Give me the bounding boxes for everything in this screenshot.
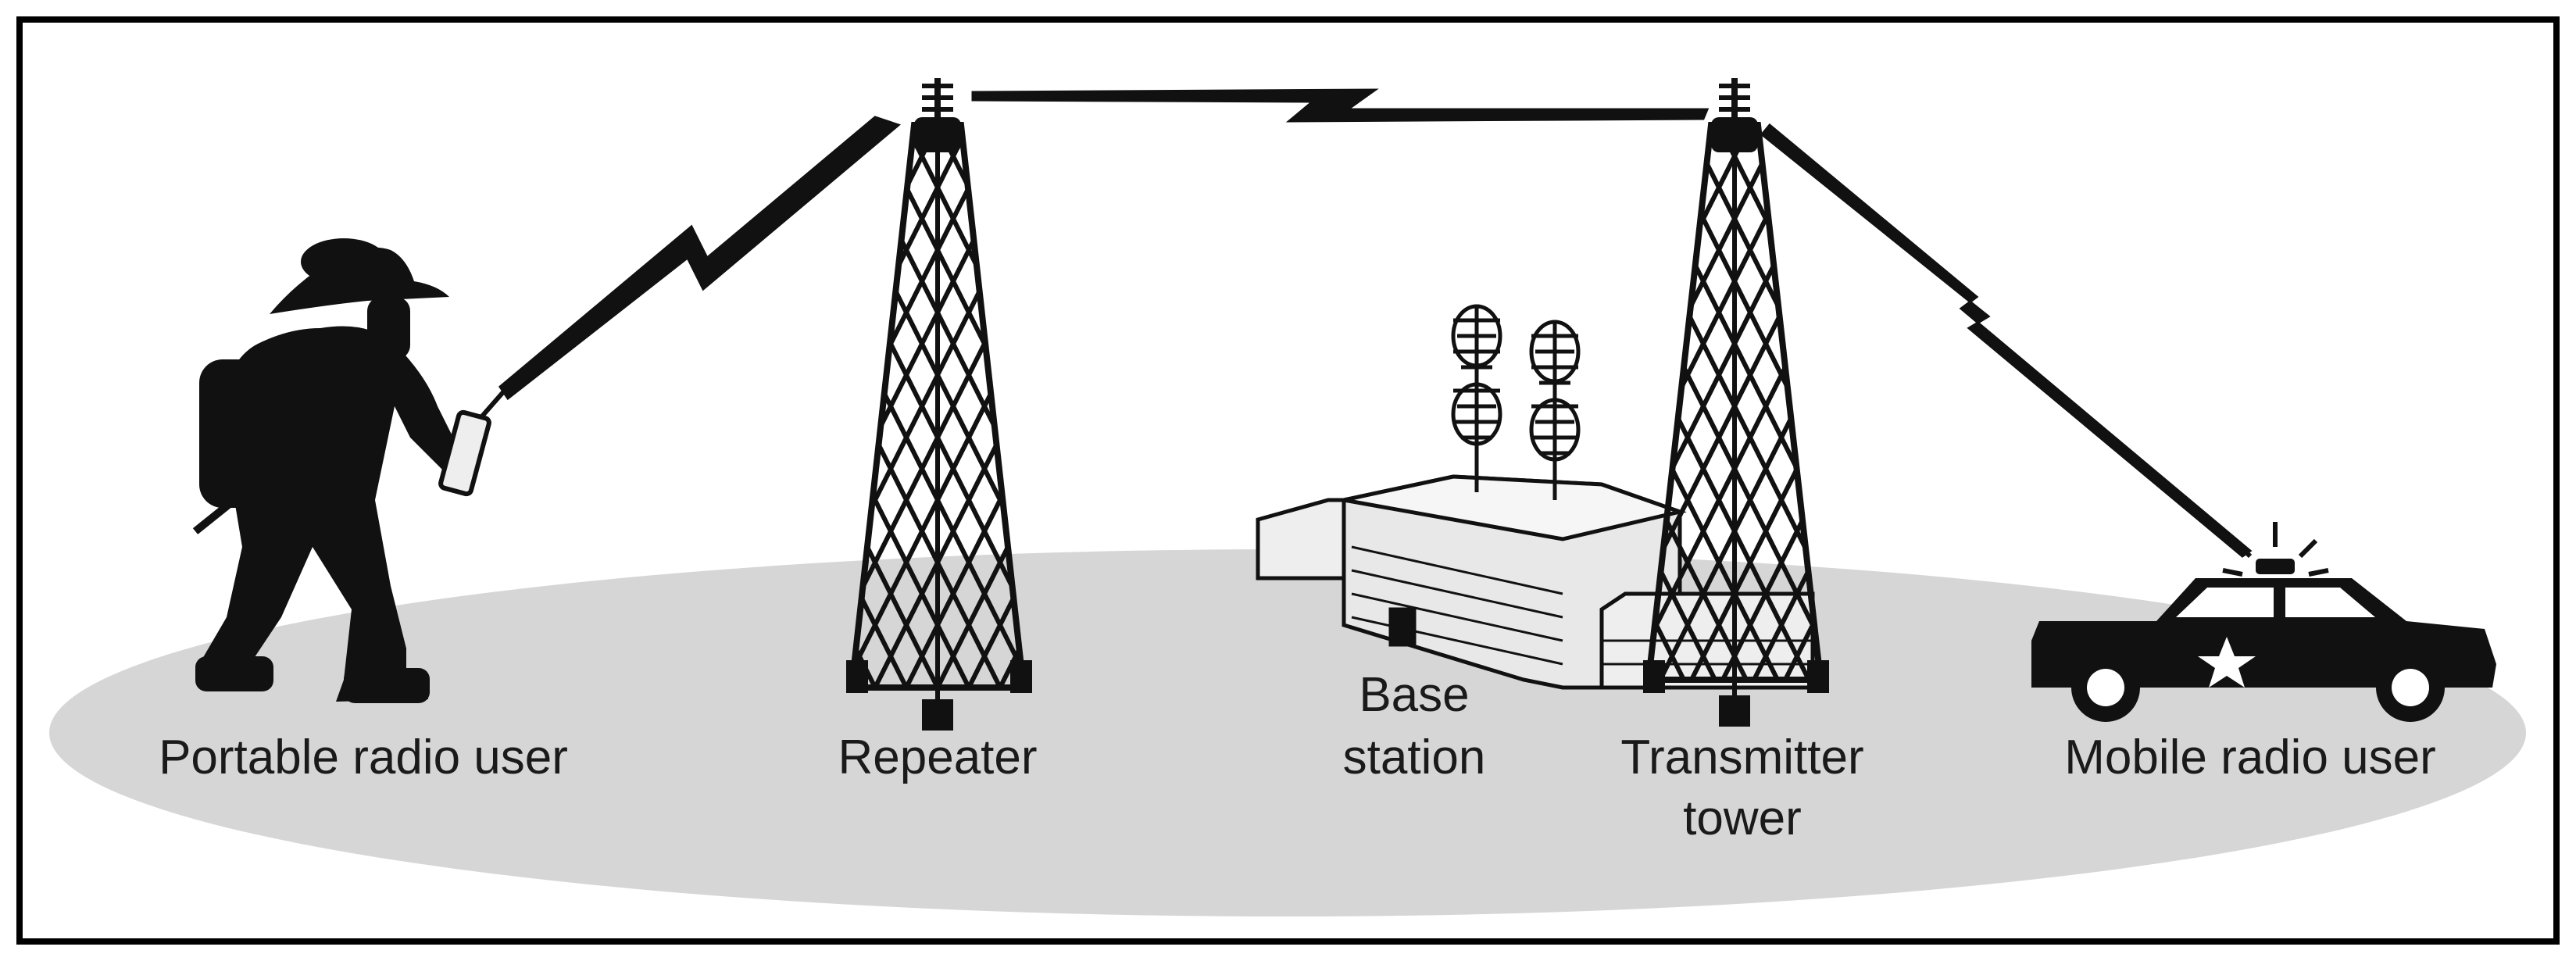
ground-ellipse <box>49 549 2526 916</box>
repeater-tower <box>846 78 1032 731</box>
label-transmitter-tower-line2: tower <box>1683 791 1802 845</box>
label-transmitter-tower-line1: Transmitter <box>1620 731 1863 784</box>
antenna-icon <box>1451 304 1502 492</box>
lightning-bolt-icon <box>971 88 1710 123</box>
police-car-icon <box>2031 522 2496 722</box>
label-repeater: Repeater <box>838 731 1037 784</box>
handheld-radio-icon <box>438 385 510 497</box>
label-base-station-line2: station <box>1343 731 1486 784</box>
label-base-station-line1: Base <box>1359 668 1469 722</box>
radio-links <box>498 88 2253 558</box>
label-mobile-radio-user: Mobile radio user <box>2064 731 2436 784</box>
antenna-icon <box>1529 320 1581 500</box>
label-portable-radio-user: Portable radio user <box>159 731 568 784</box>
lightning-bolt-icon <box>498 116 902 401</box>
lightning-bolt-icon <box>1760 123 2253 558</box>
transmitter-tower <box>1643 78 1829 727</box>
firefighter-figure <box>192 238 461 703</box>
